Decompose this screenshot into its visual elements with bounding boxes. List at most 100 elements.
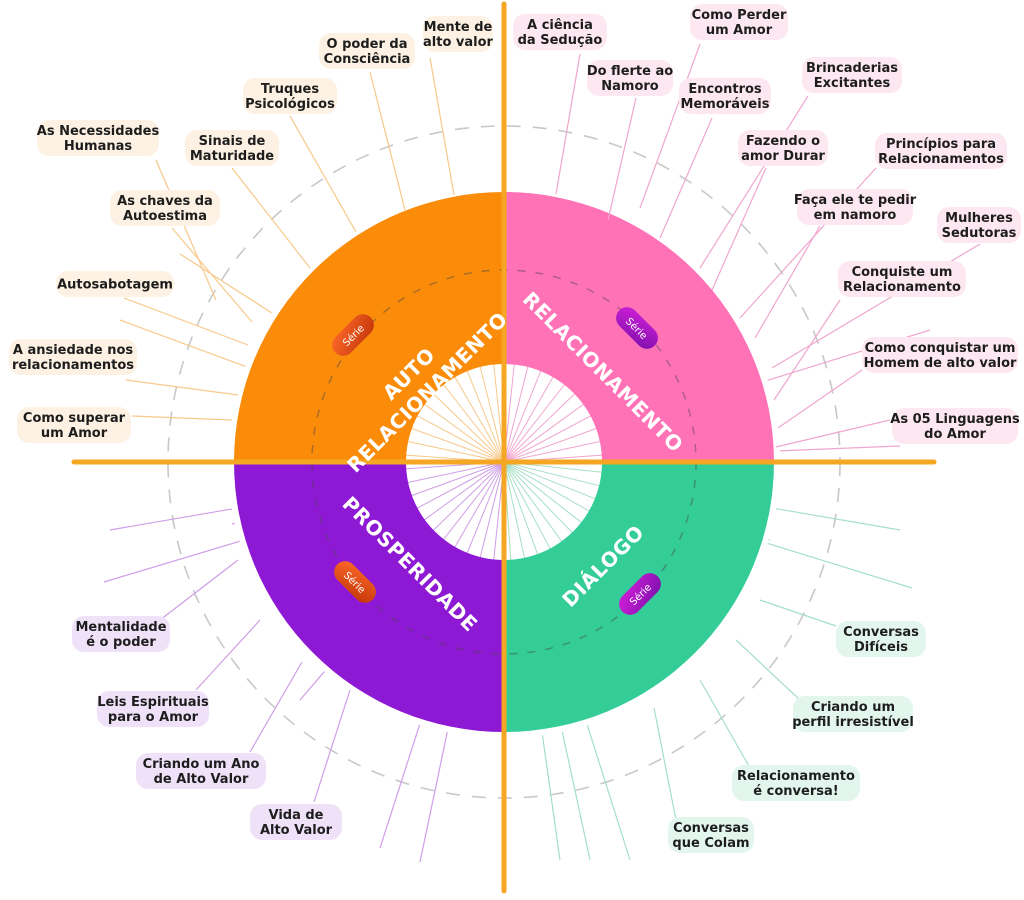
topic-chip-text: Mulheres xyxy=(945,211,1013,226)
topic-chip-text: do Amor xyxy=(924,427,986,442)
leader-line xyxy=(736,640,800,700)
topic-chip-text: Homem de alto valor xyxy=(864,356,1017,371)
leader-line xyxy=(776,420,890,447)
decorative-spoke xyxy=(562,732,590,860)
topic-chip-text: Memoráveis xyxy=(681,97,770,112)
topic-chip-text: amor Durar xyxy=(741,149,825,164)
leader-line xyxy=(608,98,636,220)
leader-line xyxy=(712,168,766,290)
leader-line xyxy=(760,600,836,626)
inner-spoke xyxy=(431,391,504,462)
topic-chip-text: Do flerte ao xyxy=(587,64,673,79)
inner-spoke xyxy=(504,382,567,462)
leader-line xyxy=(232,168,310,268)
leader-line xyxy=(660,118,712,238)
topic-chip-text: é o poder xyxy=(86,635,156,650)
topic-chip-text: Sedutoras xyxy=(942,226,1017,241)
leader-line xyxy=(778,370,862,428)
decorative-spoke xyxy=(776,509,900,530)
topic-chip-text: Maturidade xyxy=(190,149,274,164)
topic-chip-text: Alto Valor xyxy=(260,823,333,838)
topic-chip-text: Excitantes xyxy=(814,76,891,91)
topic-chip-text: Criando um Ano xyxy=(143,757,260,772)
topic-chip-text: Autoestima xyxy=(123,209,207,224)
topic-chip-text: que Colam xyxy=(672,836,749,851)
topic-chip-text: Difíceis xyxy=(854,640,908,655)
decorative-spoke xyxy=(232,523,235,524)
topic-chip-text: em namoro xyxy=(814,208,897,223)
topic-chip-text: O poder da xyxy=(327,37,408,52)
topic-chip-text: Mentalidade xyxy=(75,620,166,635)
inner-spoke xyxy=(504,462,584,525)
topic-chip-text: Fazendo o xyxy=(746,134,820,149)
topic-chip-text: Consciência xyxy=(324,52,411,67)
topic-chip-text: Relacionamentos xyxy=(878,152,1004,167)
decorative-spoke xyxy=(780,446,900,451)
topic-chip-text: relacionamentos xyxy=(12,358,134,373)
topic-chip-text: Mente de xyxy=(424,20,493,35)
topic-chip-text: Relacionamento xyxy=(737,769,855,784)
leader-line xyxy=(370,72,405,210)
leader-line xyxy=(196,620,260,690)
leader-line xyxy=(132,416,232,420)
topic-chip-text: A ansiedade nos xyxy=(13,343,134,358)
topic-chip-text: As 05 Linguagens xyxy=(890,412,1020,427)
leader-line xyxy=(124,298,248,345)
topic-chip-text: Princípios para xyxy=(886,137,996,152)
topic-chip-text: Como conquistar um xyxy=(865,341,1016,356)
leader-line xyxy=(556,54,580,194)
topic-chip[interactable]: Autosabotagem xyxy=(56,271,174,297)
topic-chip-text: da Sedução xyxy=(518,33,603,48)
decorative-spoke xyxy=(380,725,420,848)
leader-line xyxy=(430,58,454,195)
topic-chip-text: Criando um xyxy=(811,700,895,715)
leader-line xyxy=(700,96,808,268)
decorative-spoke xyxy=(110,509,232,530)
topic-chip-text: Humanas xyxy=(64,139,132,154)
topic-chip-text: Conquiste um xyxy=(852,265,953,280)
inner-spoke xyxy=(441,382,504,462)
inner-spoke xyxy=(441,462,504,542)
topic-chip-text: Conversas xyxy=(673,821,749,836)
topic-chip-text: para o Amor xyxy=(108,710,199,725)
topic-chip-text: alto valor xyxy=(423,35,494,50)
topic-chip-text: Truques xyxy=(261,82,319,97)
leader-line xyxy=(700,680,750,768)
decorative-spoke xyxy=(300,672,324,700)
topic-chip-text: um Amor xyxy=(41,426,108,441)
decorative-spoke xyxy=(104,541,240,582)
topic-chip-text: Conversas xyxy=(843,625,919,640)
topic-chip-text: As chaves da xyxy=(117,194,213,209)
inner-spoke xyxy=(504,462,575,535)
